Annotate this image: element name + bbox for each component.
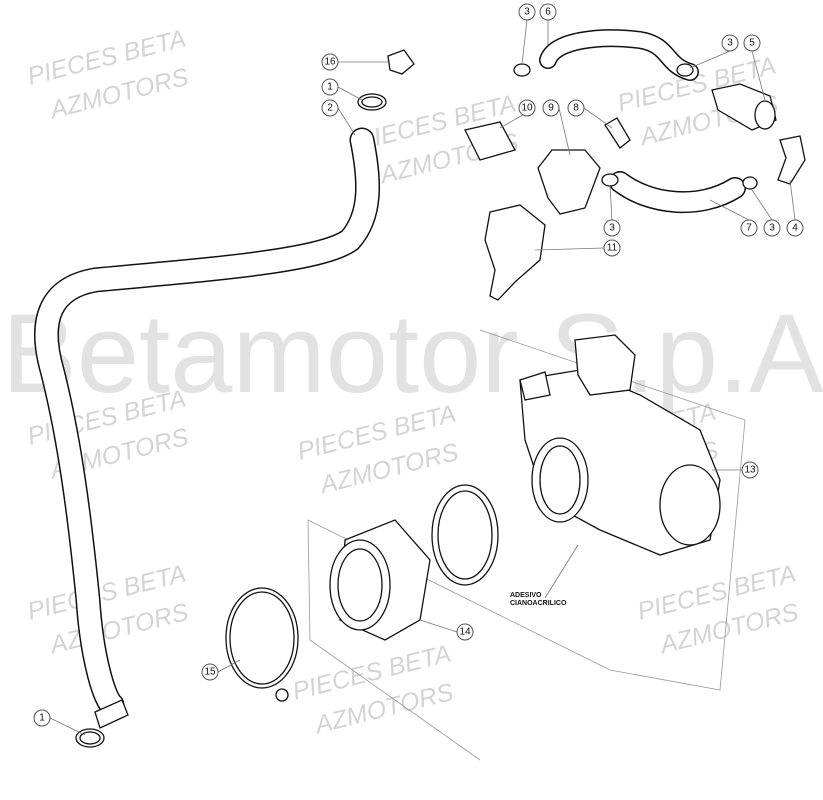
callout-circle [567,99,585,117]
callout-circle [456,623,474,641]
callout-8: 8 [567,99,585,117]
callout-number: 3 [524,7,530,18]
intake-manifold-14 [329,519,431,641]
callout-number: 15 [204,667,216,678]
callout-number: 3 [727,38,733,49]
callout-circle [518,99,536,117]
callout-number: 6 [545,7,551,18]
callout-number: 14 [459,627,471,638]
callout-6: 6 [539,3,557,21]
assembly-outline [307,329,746,761]
callout-circle [786,219,804,237]
callout-4: 4 [786,219,804,237]
callout-number: 9 [548,103,554,114]
clamp-3 [742,176,758,190]
fuel-hose-long [33,127,380,729]
clamp-3 [601,173,619,187]
fitting-4 [777,135,806,185]
throttle-body-13 [519,334,721,556]
callout-15: 15 [201,663,219,681]
callout-number: 10 [521,103,533,114]
callout-3: 3 [518,3,536,21]
connector-10 [464,121,516,161]
clamp-3 [513,63,531,77]
callout-circle [603,239,621,257]
callout-group: 16 1 2 3 6 3 5 10 9 8 3 7 3 4 11 13 14 15 1 [33,3,804,727]
watermark-betamotor: Betamotor S.p.A. [2,291,823,416]
callout-number: 4 [792,223,798,234]
callout-number: 2 [327,103,333,114]
callout-number: 5 [749,38,755,49]
callout-5: 5 [743,34,761,52]
callout-circle [763,219,781,237]
callout-number: 1 [39,713,45,724]
callout-circle [33,709,51,727]
callout-circle [721,34,739,52]
callout-13: 13 [741,461,759,479]
callout-circle [321,53,339,71]
callout-9: 9 [542,99,560,117]
callout-3: 3 [603,219,621,237]
callout-circle [740,219,758,237]
clamp-15 [225,587,299,702]
callout-circle [201,663,219,681]
callout-circle [741,461,759,479]
injector-11 [484,204,546,301]
annotation-leader [544,544,579,599]
callout-number: 11 [607,243,618,254]
callout-number: 13 [744,465,756,476]
annotation-line1: ADESIVO [510,592,542,599]
callout-1: 1 [321,78,339,96]
callout-number: 1 [327,82,333,93]
callout-number: 7 [746,223,752,234]
callout-circle [518,3,536,21]
bracket-9 [537,149,601,215]
callout-3: 3 [763,219,781,237]
callout-number: 3 [609,223,615,234]
leader-lines [49,19,796,736]
callout-number: 8 [573,103,579,114]
callout-7: 7 [740,219,758,237]
clamp-3 [676,63,694,77]
screw-8 [604,117,631,149]
callout-circle [743,34,761,52]
callout-circle [321,99,339,117]
callout-circle [542,99,560,117]
callout-circle [603,219,621,237]
connector-16 [387,49,415,75]
callout-number: 16 [324,57,336,68]
callout-circle [539,3,557,21]
annotation-line2: CIANOACRILICO [510,600,567,607]
callout-16: 16 [321,53,339,71]
callout-10: 10 [518,99,536,117]
callout-2: 2 [321,99,339,117]
callout-3: 3 [721,34,739,52]
callout-number: 3 [769,223,775,234]
callout-14: 14 [456,623,474,641]
callout-11: 11 [603,239,621,257]
callout-1: 1 [33,709,51,727]
callout-circle [321,78,339,96]
